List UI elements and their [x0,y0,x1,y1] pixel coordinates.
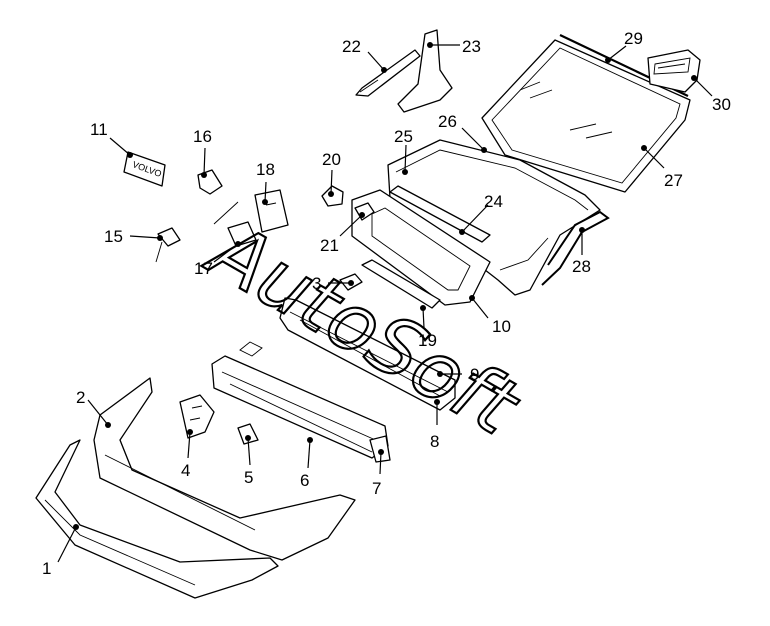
callout-16: 16 [193,127,212,146]
callout-18: 18 [256,160,275,179]
lower-spoiler [35,439,279,599]
callout-30: 30 [712,95,731,114]
callout-9: 9 [470,365,479,384]
latch [213,201,257,247]
callout-11: 11 [90,120,108,139]
hinge-23 [397,29,453,113]
callout-15: 15 [104,227,123,246]
lid-seal [541,210,610,286]
callout-6: 6 [300,471,309,490]
callout-24: 24 [484,192,503,211]
callout-20: 20 [322,150,341,169]
beam-end-bracket [369,435,391,463]
gas-strut [355,49,421,97]
callout-2: 2 [76,388,85,407]
key [155,227,181,263]
mounting-bracket [179,394,215,439]
callout-3: 3 [312,274,321,293]
callout-19: 19 [418,331,437,350]
callout-1: 1 [42,559,51,578]
callout-10: 10 [492,317,511,336]
lid-trim-strip [389,185,491,243]
emblem: VOLVO [123,151,166,187]
callout-27: 27 [664,171,683,190]
callout-25: 25 [394,127,413,146]
callout-7: 7 [372,479,381,498]
upper-bumper-beam [279,297,456,411]
brake-light [647,49,701,93]
license-plate-panel [351,189,491,306]
callout-4: 4 [181,461,190,480]
plate-lamp [361,259,441,309]
callout-21: 21 [320,236,339,255]
callout-17: 17 [194,259,213,278]
clip-5 [237,423,259,445]
callout-28: 28 [572,257,591,276]
callout-26: 26 [438,112,457,131]
callout-23: 23 [462,37,481,56]
bumper-cover [93,377,356,561]
callout-29: 29 [624,29,643,48]
rear-window-glass [481,39,691,193]
callout-5: 5 [244,468,253,487]
callout-22: 22 [342,37,361,56]
callout-8: 8 [430,432,439,451]
